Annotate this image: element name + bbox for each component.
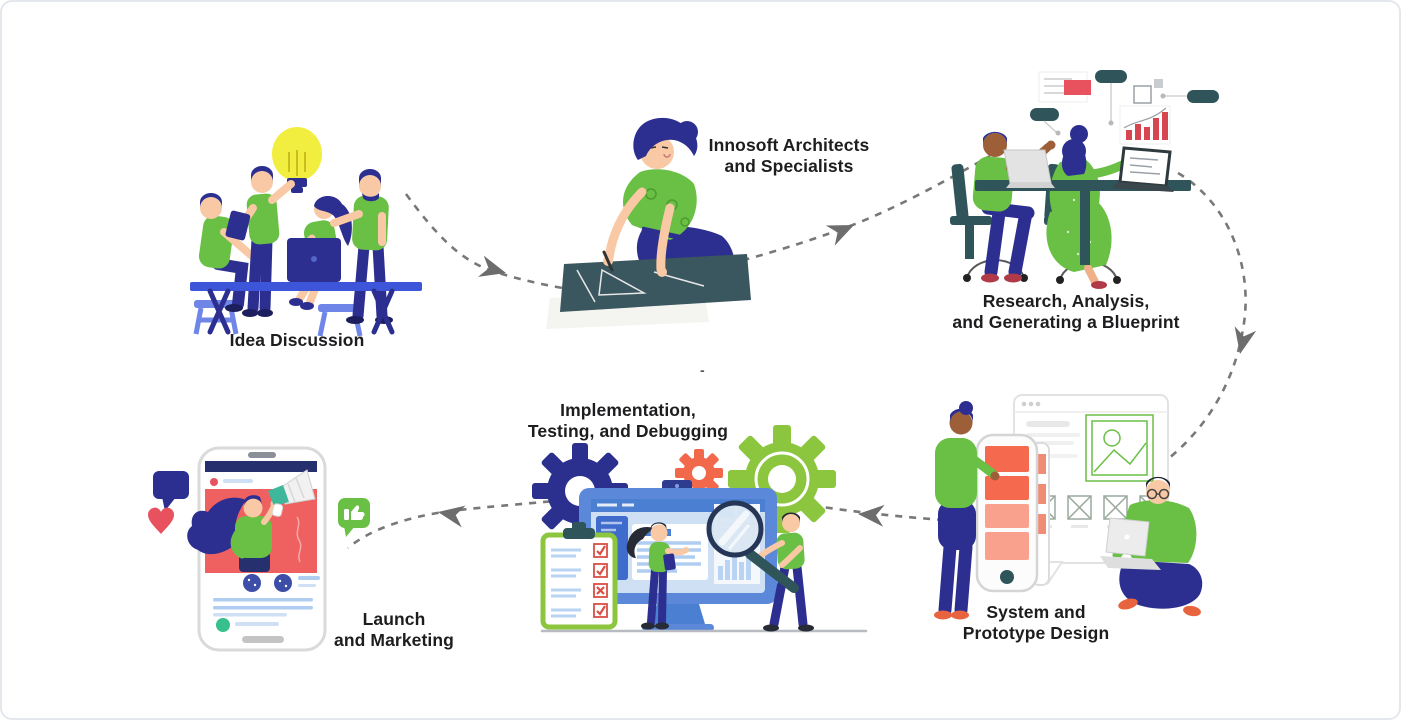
arrowhead-5: [438, 505, 466, 528]
prototype-illustration: [934, 394, 1203, 620]
magnifier-icon: [706, 500, 799, 593]
stage-label-research-analysis: Research, Analysis, and Generating a Blu…: [952, 291, 1179, 333]
researcher-man: [972, 131, 1056, 283]
stage-label-line: Innosoft Architects: [708, 135, 870, 155]
stage-label-idea-discussion: Idea Discussion: [230, 330, 365, 351]
stage-label-line: Launch: [362, 609, 426, 629]
bar-chart-icon: [1119, 105, 1171, 145]
implementation-illustration: [532, 425, 868, 633]
arrowhead-1: [478, 255, 506, 277]
stage-label-line: Research, Analysis,: [982, 291, 1150, 311]
stage-label-line: Implementation,: [560, 400, 696, 420]
architect-torso: [622, 169, 697, 240]
image-placeholder-icon: [1085, 414, 1154, 482]
arrowhead-3: [1234, 326, 1257, 354]
arrowhead-4: [858, 504, 885, 527]
laptop-icon: [272, 238, 356, 290]
research-illustration: [950, 70, 1219, 289]
person-standing-tablet: [225, 166, 295, 317]
laptop-icon: [1100, 517, 1161, 570]
stage-label-system-prototype: System and Prototype Design: [963, 602, 1109, 644]
gear-icon: [675, 449, 723, 497]
tablet-icon: [225, 210, 251, 241]
stage-label-line: Prototype Design: [962, 623, 1110, 643]
stage-label-implementation: Implementation, Testing, and Debugging: [528, 400, 728, 442]
laptop-icon: [1003, 149, 1055, 188]
tablet-icon: [663, 553, 676, 571]
drafting-board-icon: [560, 254, 751, 312]
stage-label-line: and Marketing: [334, 630, 454, 650]
speech-pill-icon: [1095, 70, 1127, 83]
stool-right: [317, 304, 363, 337]
debugger-man: [706, 500, 814, 632]
heart-icon: [148, 507, 175, 534]
hair-bun: [676, 121, 698, 143]
designer-woman: [934, 401, 1000, 620]
speech-pill-icon: [1030, 108, 1059, 121]
megaphone-icon: [268, 469, 316, 517]
dress-skirt: [1046, 202, 1112, 272]
arrowheads: [438, 225, 1257, 528]
person-seated-left: [198, 193, 256, 312]
launch-illustration: [148, 446, 370, 652]
architect-arm-right: [604, 187, 647, 263]
checklist-icon: [540, 522, 618, 630]
lightbulb-icon: [272, 127, 322, 193]
idea-discussion-illustration: [190, 127, 422, 337]
speech-bubble-icon: [153, 471, 189, 511]
phone-mockup-icon: [975, 433, 1050, 593]
stage-label-launch-marketing: Launch and Marketing: [334, 609, 454, 651]
architect-arm-left: [656, 203, 675, 275]
pen-icon: [602, 250, 614, 272]
smartphone-icon: [187, 446, 327, 652]
person-standing-right: [330, 169, 393, 324]
tester-woman: [626, 522, 689, 630]
speech-pill-icon: [1187, 90, 1219, 103]
thumbs-up-icon: [338, 498, 370, 537]
stage-label-line: and Generating a Blueprint: [952, 312, 1180, 332]
stage-label-line: and Specialists: [724, 156, 854, 176]
stage-label-line: Testing, and Debugging: [527, 421, 729, 441]
arrowhead-2: [825, 225, 854, 246]
connector-implementation-to-launch: [347, 497, 579, 549]
stage-label-line: System and: [986, 602, 1086, 622]
developer-man-sitting: [1100, 476, 1203, 617]
stage-label-innosoft-architects: Innosoft Architects and Specialists: [709, 135, 870, 177]
stray-dash-mark: -: [700, 362, 705, 378]
meeting-table: [190, 282, 422, 335]
stage-label-line: Idea Discussion: [229, 330, 365, 350]
laptop-icon: [1112, 146, 1174, 192]
architect-illustration: [546, 117, 751, 329]
floating-notes: [1030, 70, 1219, 145]
